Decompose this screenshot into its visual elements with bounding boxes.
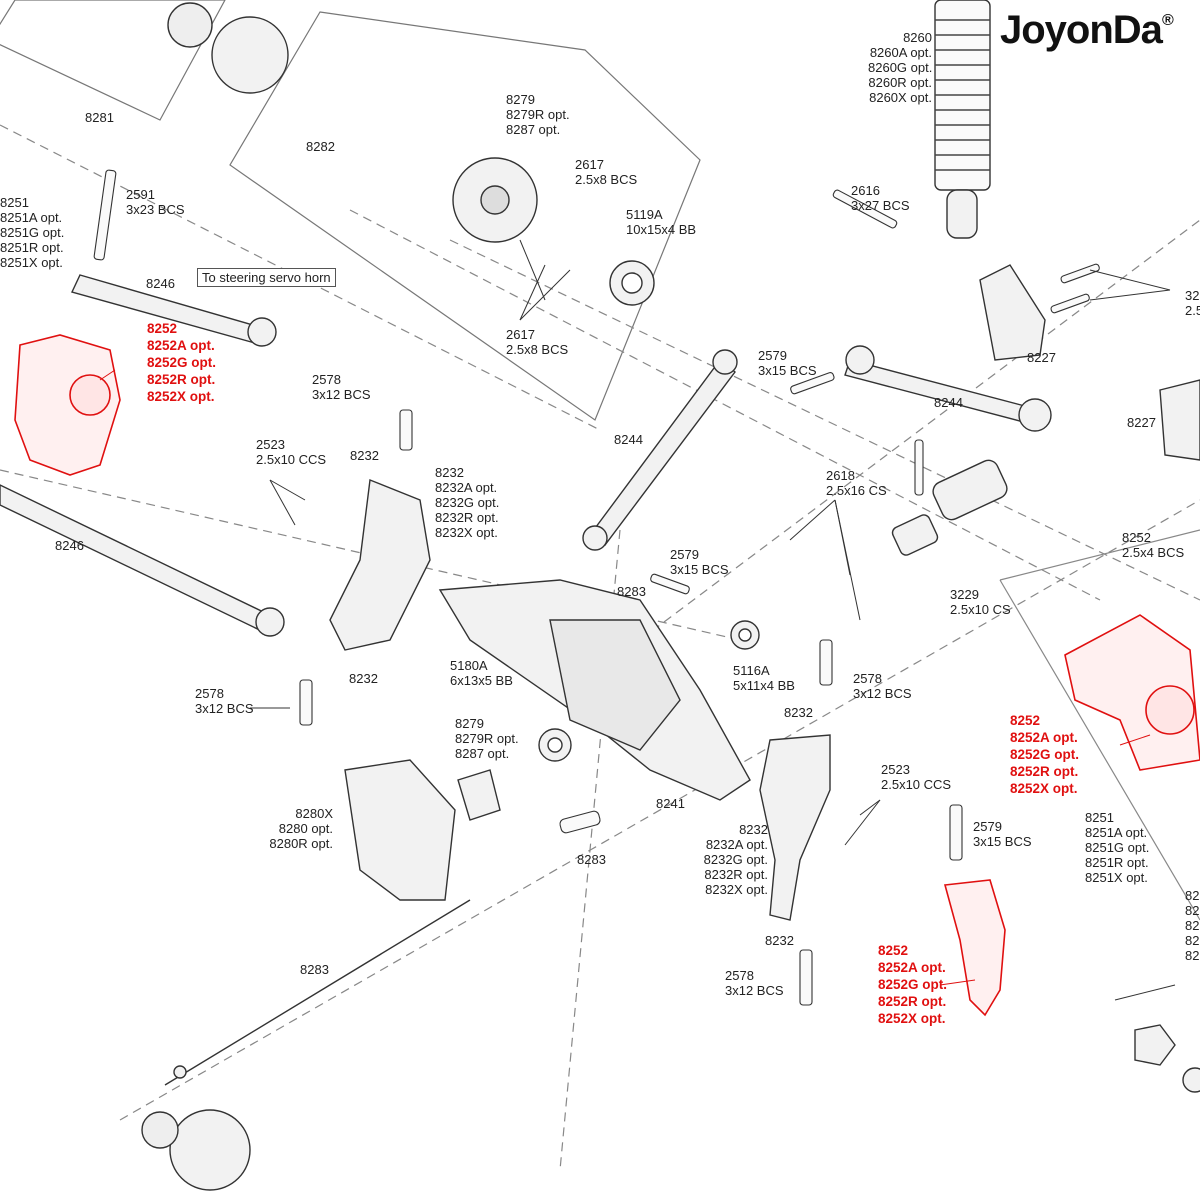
part-label: 8283 — [577, 852, 606, 867]
part-label: 8283 — [617, 584, 646, 599]
shock-eyelet — [946, 189, 978, 239]
part-label: 8232 8232A opt. 8232G opt. 8232R opt. 82… — [435, 465, 500, 540]
diff-gear-bottom — [169, 1109, 251, 1191]
gearbox-cover-8280 — [344, 759, 456, 901]
part-label: 8244 — [934, 395, 963, 410]
part-label: 8279 8279R opt. 8287 opt. — [455, 716, 519, 761]
part-label: 8232 — [350, 448, 379, 463]
part-label: 3229 2.5x10 CS — [950, 587, 1011, 617]
part-label: 8227 — [1027, 350, 1056, 365]
part-label: 2578 3x12 BCS — [312, 372, 371, 402]
diff-housing-top — [211, 16, 289, 94]
mount-8227 — [979, 264, 1046, 361]
part-label: 5116A 5x11x4 BB — [733, 663, 795, 693]
part-label: 5180A 6x13x5 BB — [450, 658, 513, 688]
part-label: 32 2.5 — [1185, 288, 1200, 318]
part-label: 8232 — [349, 671, 378, 686]
part-label: 2579 3x15 BCS — [670, 547, 729, 577]
differential-group-box — [0, 0, 226, 121]
part-label: 2579 3x15 BCS — [973, 819, 1032, 849]
part-label: 8260 8260A opt. 8260G opt. 8260R opt. 82… — [868, 30, 933, 105]
wheel-hex — [1134, 1024, 1176, 1066]
part-label: 8280X 8280 opt. 8280R opt. — [269, 806, 333, 851]
brand-name: JoyonDa — [1000, 8, 1163, 52]
part-label: 82 82 82 82 82 — [1185, 888, 1200, 963]
part-label: 8227 — [1127, 415, 1156, 430]
part-label: 8251 8251A opt. 8251G opt. 8251R opt. 82… — [0, 195, 65, 270]
part-label: 8251 8251A opt. 8251G opt. 8251R opt. 82… — [1085, 810, 1150, 885]
mount-8227-right — [1159, 379, 1200, 461]
part-label: 8246 — [146, 276, 175, 291]
part-label: 8232 8232A opt. 8232G opt. 8232R opt. 82… — [703, 822, 768, 897]
part-label: 8241 — [656, 796, 685, 811]
diff-cover — [549, 619, 681, 751]
part-label: 8232 — [765, 933, 794, 948]
steering-servo-note: To steering servo horn — [197, 268, 336, 287]
part-label: 8252 2.5x4 BCS — [1122, 530, 1185, 560]
part-label: 2523 2.5x10 CCS — [256, 437, 327, 467]
part-label: 2618 2.5x16 CS — [826, 468, 887, 498]
part-label: 8282 — [306, 139, 335, 154]
knuckle-8252-left — [14, 334, 121, 476]
part-label: 2591 3x23 BCS — [126, 187, 185, 217]
cable-8283 — [164, 899, 471, 1086]
highlight-label-left: 8252 8252A opt. 8252G opt. 8252R opt. 82… — [147, 321, 217, 404]
part-label: 2579 3x15 BCS — [758, 348, 817, 378]
drive-cup — [932, 459, 1008, 521]
brand-logo: JoyonDa® — [1000, 8, 1174, 53]
part-label: 2617 2.5x8 BCS — [575, 157, 638, 187]
knuckle-left — [329, 479, 431, 651]
knuckle-right — [759, 734, 831, 921]
part-label: 2523 2.5x10 CCS — [881, 762, 952, 792]
part-label: 8246 — [55, 538, 84, 553]
pinion-gear — [457, 769, 501, 821]
part-label: 8283 — [300, 962, 329, 977]
part-label: 2578 3x12 BCS — [725, 968, 784, 998]
part-label: 2578 3x12 BCS — [853, 671, 912, 701]
part-label: 8232 — [784, 705, 813, 720]
highlight-label-bottom: 8252 8252A opt. 8252G opt. 8252R opt. 82… — [878, 943, 948, 1026]
part-label: 5119A 10x15x4 BB — [626, 207, 697, 237]
knuckle-8252-bottom — [943, 879, 1006, 1017]
tie-rod-8244-upper — [588, 359, 736, 546]
registered-mark: ® — [1161, 12, 1174, 29]
part-label: 8244 — [614, 432, 643, 447]
highlighted-knuckles — [14, 334, 1200, 1017]
tie-rod-8244-right — [844, 359, 1041, 426]
part-label: 8281 — [85, 110, 114, 125]
part-label: 2578 3x12 BCS — [195, 686, 254, 716]
part-label: 2616 3x27 BCS — [851, 183, 910, 213]
part-label: 8279 8279R opt. 8287 opt. — [506, 92, 570, 137]
highlight-label-right: 8252 8252A opt. 8252G opt. 8252R opt. 82… — [1010, 713, 1080, 796]
long-link-8246 — [0, 484, 282, 636]
part-label: 2617 2.5x8 BCS — [506, 327, 569, 357]
